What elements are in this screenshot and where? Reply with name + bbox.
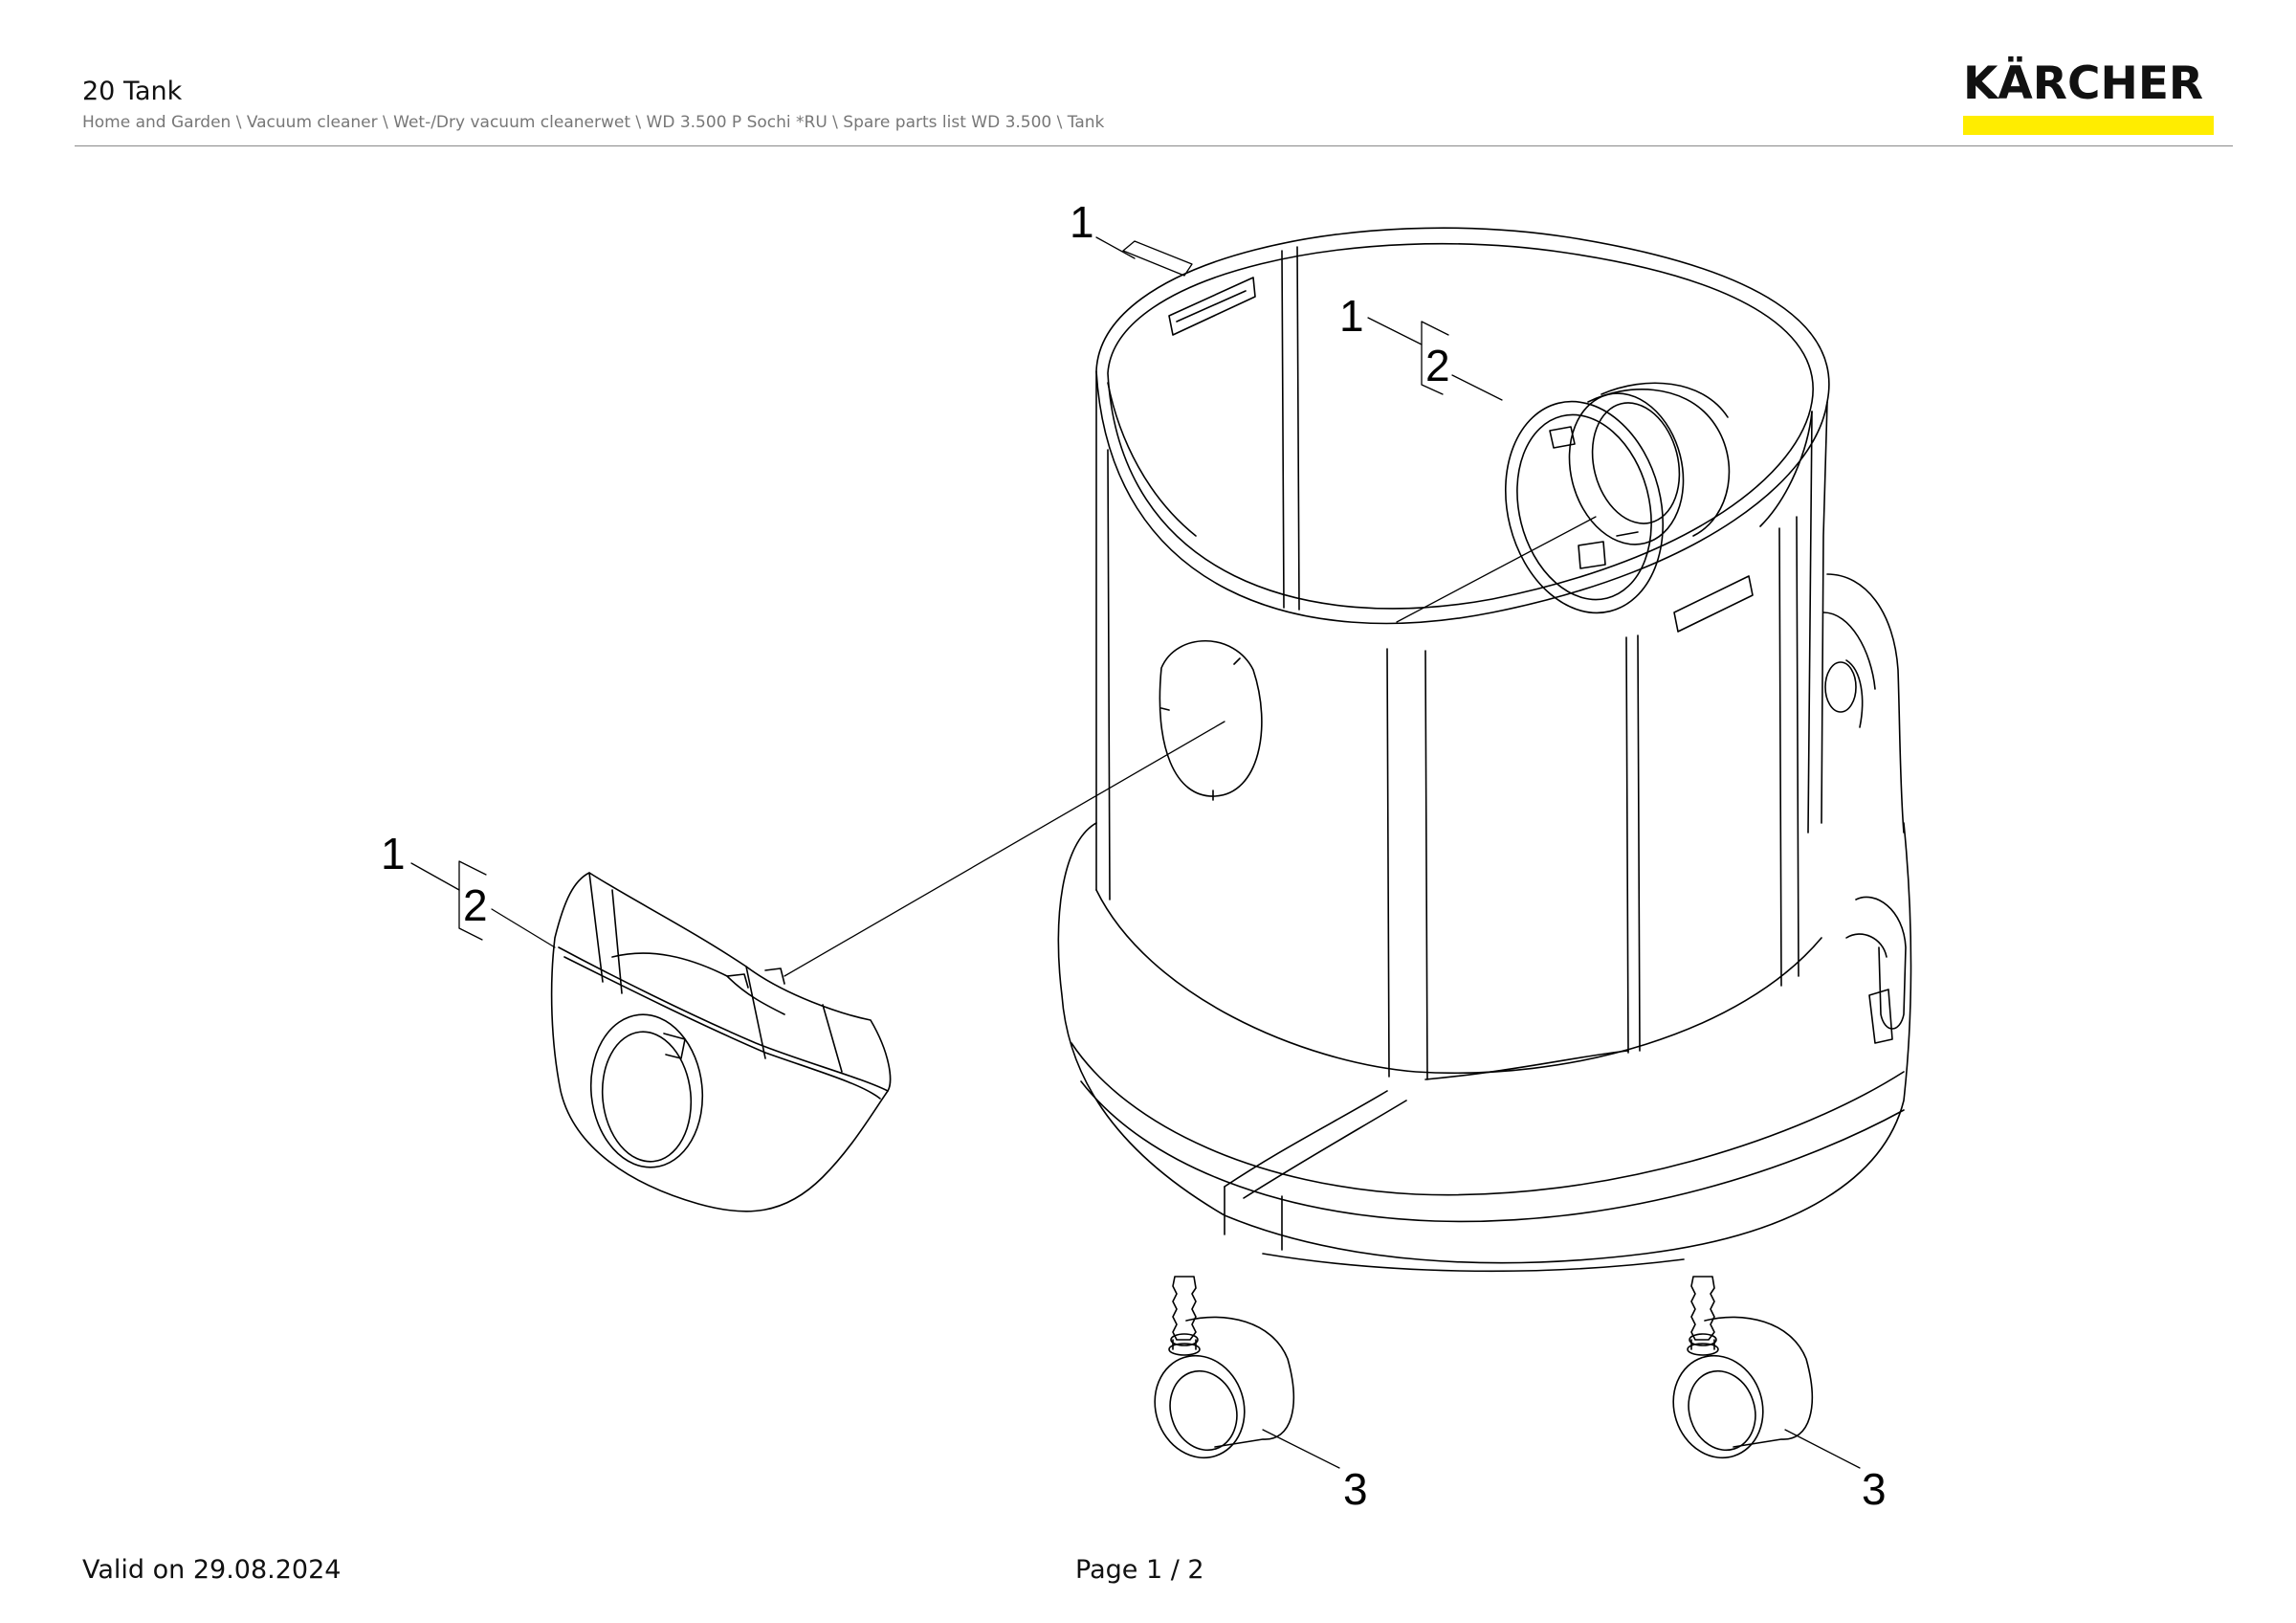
- header-divider: [75, 145, 2233, 146]
- page-title: 20 Tank: [82, 77, 183, 106]
- valid-date: Valid on 29.08.2024: [82, 1555, 342, 1585]
- hose-connector-part: [552, 873, 891, 1212]
- callout-label: 1: [381, 829, 406, 878]
- brand-yellow-bar: [1963, 116, 2214, 135]
- brand-name: KÄRCHER: [1963, 57, 2204, 110]
- callout-label: 1: [1070, 197, 1094, 247]
- breadcrumb: Home and Garden \ Vacuum cleaner \ Wet-/…: [82, 113, 1105, 132]
- castor-wheel-left: [1142, 1277, 1294, 1470]
- callout-label: 3: [1343, 1464, 1368, 1514]
- callout-label: 2: [463, 880, 488, 930]
- leader-lines: [410, 236, 1861, 1469]
- castor-wheel-right: [1661, 1277, 1813, 1470]
- page-number: Page 1 / 2: [1075, 1555, 1204, 1585]
- callout-label: 1: [1339, 291, 1364, 341]
- tank-base: [1058, 574, 1910, 1271]
- tank-body: [1096, 228, 1829, 1079]
- callout-label: 3: [1862, 1464, 1887, 1514]
- callout-label: 2: [1425, 341, 1450, 390]
- filter-adapter: [1484, 381, 1729, 630]
- karcher-logo: KÄRCHER: [1963, 61, 2216, 135]
